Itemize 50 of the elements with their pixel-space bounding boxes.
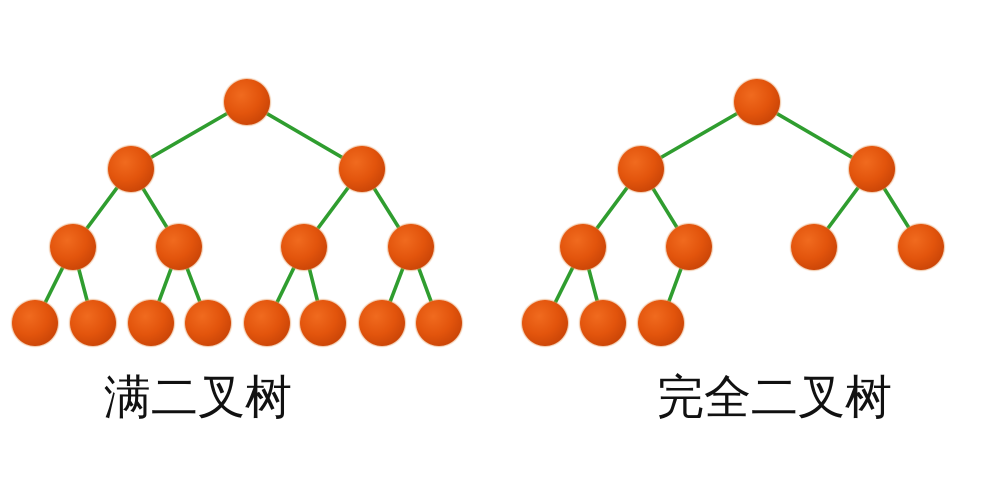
circle-node <box>666 224 712 270</box>
circle-node <box>580 300 626 346</box>
circle-node <box>388 224 434 270</box>
circle-node <box>560 224 606 270</box>
circle-node <box>128 300 174 346</box>
circle-node <box>359 300 405 346</box>
circle-node <box>224 79 270 125</box>
connector-line <box>44 266 64 304</box>
connector-line <box>388 268 404 302</box>
circle-node <box>50 224 96 270</box>
circle-node <box>281 224 327 270</box>
circle-node <box>638 300 684 346</box>
connector-line <box>275 266 296 304</box>
circle-node <box>791 224 837 270</box>
connector-line <box>826 186 860 230</box>
connector-line <box>660 112 738 160</box>
connector-line <box>266 112 344 159</box>
connector-line <box>308 268 320 302</box>
circle-node <box>734 79 780 125</box>
connector-line <box>587 268 599 302</box>
tree-caption: 满二叉树 <box>104 370 292 426</box>
circle-node <box>12 300 58 346</box>
connector-line <box>316 186 350 230</box>
circle-node <box>522 300 568 346</box>
circle-node <box>108 146 154 192</box>
connector-line <box>372 188 400 228</box>
tree-caption: 完全二叉树 <box>657 370 892 426</box>
circle-node <box>339 146 385 192</box>
connector-line <box>417 268 433 302</box>
circle-node <box>244 300 290 346</box>
connector-line <box>776 112 854 159</box>
circle-node <box>898 224 944 270</box>
circle-node <box>416 300 462 346</box>
connector-line <box>667 268 683 302</box>
circle-node <box>70 300 116 346</box>
connector-line <box>554 266 574 304</box>
circle-node <box>185 300 231 346</box>
connector-line <box>652 188 678 228</box>
connector-line <box>595 186 629 230</box>
circle-node <box>618 146 664 192</box>
connector-line <box>150 112 228 160</box>
connector-line <box>186 268 202 302</box>
connector-line <box>77 268 89 302</box>
connector-line <box>157 268 173 302</box>
circle-node <box>156 224 202 270</box>
connector-line <box>85 186 119 230</box>
circle-node <box>849 146 895 192</box>
connector-line <box>882 188 910 228</box>
circle-node <box>300 300 346 346</box>
connector-line <box>142 188 168 228</box>
